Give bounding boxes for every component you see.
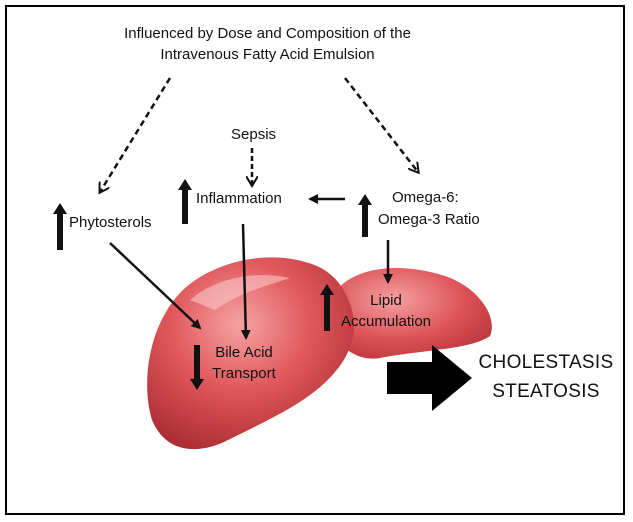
up-arrow-inflammation	[178, 179, 192, 224]
liver-main-lobe	[147, 257, 355, 450]
lipid-line-2: Accumulation	[340, 313, 432, 330]
bile-acid-line-1: Bile Acid	[215, 344, 273, 361]
omega-ratio-line-2: Omega-3 Ratio	[378, 211, 480, 228]
header-line-2: Intravenous Fatty Acid Emulsion	[160, 46, 375, 63]
dashed-arrow-to-omega-ratio	[344, 77, 418, 172]
up-arrow-lipid	[320, 284, 334, 331]
arrow-phytosterols-to-bile-acid	[109, 242, 202, 330]
liver-highlight	[190, 274, 290, 310]
liver-right-lobe	[330, 268, 492, 359]
outcome-cholestasis: CHOLESTASIS	[478, 352, 614, 373]
lipid-line-1: Lipid	[370, 292, 402, 309]
phytosterols-label: Phytosterols	[69, 214, 152, 231]
bile-acid-line-2: Transport	[212, 365, 276, 382]
sepsis-label: Sepsis	[231, 126, 277, 143]
liver-illustration	[147, 257, 492, 450]
header-line-1: Influenced by Dose and Composition of th…	[124, 25, 411, 42]
inflammation-label: Inflammation	[196, 190, 282, 207]
up-arrow-omega-ratio	[358, 194, 372, 237]
down-arrow-bile-acid	[190, 345, 204, 390]
omega-ratio-line-1: Omega-6:	[392, 189, 459, 206]
outcome-steatosis: STEATOSIS	[492, 381, 600, 402]
arrow-inflammation-to-bile-acid	[240, 223, 251, 340]
up-arrow-phytosterols	[53, 203, 67, 250]
dashed-arrow-to-phytosterols	[100, 77, 172, 192]
diagram-frame	[5, 5, 625, 515]
outcome-arrow	[387, 345, 472, 411]
